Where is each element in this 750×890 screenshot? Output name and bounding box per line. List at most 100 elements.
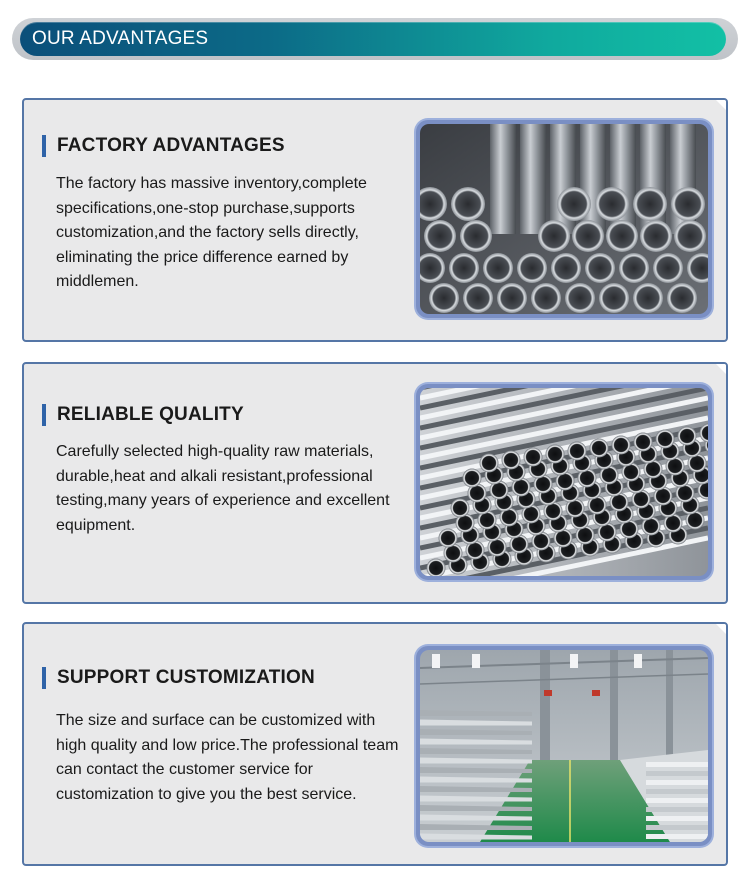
pipe-end — [653, 253, 683, 283]
pipe-end — [633, 187, 667, 221]
tube-end — [511, 477, 531, 497]
tube-end — [489, 480, 509, 500]
tube-end — [479, 453, 499, 473]
card-heading: FACTORY ADVANTAGES — [42, 135, 285, 157]
tube-end — [599, 465, 619, 485]
pipe-body — [520, 124, 546, 234]
tube-end — [577, 468, 597, 488]
tube-end — [589, 438, 609, 458]
card-description: The factory has massive inventory,comple… — [56, 175, 367, 290]
title-accent-bar — [42, 135, 46, 157]
advantage-card-quality: RELIABLE QUALITY Carefully selected high… — [22, 362, 728, 604]
pipe-end — [557, 187, 591, 221]
pipe-end — [449, 253, 479, 283]
tube-end — [426, 558, 446, 576]
tube-end — [685, 510, 705, 530]
pipe-end — [585, 253, 615, 283]
pipe-end — [429, 283, 459, 313]
tube-end — [555, 471, 575, 491]
photo-frame — [416, 120, 712, 318]
tube-end — [643, 459, 663, 479]
tube-end — [462, 468, 482, 488]
pipe-end — [420, 187, 447, 221]
pipe-body — [490, 124, 516, 234]
tube-end — [509, 534, 529, 554]
pipe-end — [517, 253, 547, 283]
tube-end — [609, 492, 629, 512]
steel-plate — [420, 833, 532, 840]
tube-end — [467, 483, 487, 503]
tube-stripe — [420, 388, 673, 441]
pipes-illustration — [420, 124, 708, 314]
pipe-end — [633, 283, 663, 313]
steel-plate — [420, 710, 532, 716]
pipe-end — [460, 220, 492, 252]
tube-end — [665, 456, 685, 476]
card-description: Carefully selected high-quality raw mate… — [56, 443, 390, 534]
pipe-end — [671, 187, 705, 221]
steel-plate — [420, 729, 532, 735]
banner-title: OUR ADVANTAGES — [32, 28, 209, 49]
tube-end — [597, 522, 617, 542]
steel-plate — [646, 789, 708, 794]
tube-end — [677, 426, 697, 446]
tube-stripe — [420, 388, 708, 451]
tube-end — [655, 429, 675, 449]
pipe-end — [595, 187, 629, 221]
card-title: FACTORY ADVANTAGES — [57, 135, 285, 156]
pipe-end — [640, 220, 672, 252]
tube-end — [443, 543, 463, 563]
steel-plate — [646, 834, 708, 839]
card-heading: SUPPORT CUSTOMIZATION — [42, 667, 315, 689]
steel-plate — [646, 825, 708, 830]
pipe-end — [538, 220, 570, 252]
tube-end — [531, 531, 551, 551]
pipe-end — [551, 253, 581, 283]
steel-plate — [646, 816, 708, 821]
tube-end — [553, 528, 573, 548]
steel-plate — [646, 798, 708, 803]
card-title: SUPPORT CUSTOMIZATION — [57, 667, 315, 688]
stacked-steel-pipes-photo — [420, 124, 708, 314]
tube-end — [567, 441, 587, 461]
photo-frame — [416, 646, 712, 846]
pipe-end — [483, 253, 513, 283]
pipe-end — [424, 220, 456, 252]
title-accent-bar — [42, 667, 46, 689]
steel-plate — [420, 786, 532, 792]
tube-end — [455, 513, 475, 533]
pipe-end — [619, 253, 649, 283]
steel-plate — [420, 824, 532, 830]
tube-end — [543, 501, 563, 521]
steel-plate — [420, 767, 532, 773]
pipe-end — [606, 220, 638, 252]
steel-plate — [420, 795, 532, 802]
tube-end — [477, 510, 497, 530]
tube-end — [631, 489, 651, 509]
tube-stripe — [420, 388, 577, 421]
tube-stripe — [420, 415, 708, 481]
tube-end — [487, 537, 507, 557]
section-banner: OUR ADVANTAGES — [20, 22, 726, 56]
tube-end — [663, 513, 683, 533]
steel-plate — [420, 814, 532, 821]
tube-end — [438, 528, 458, 548]
tube-end — [641, 516, 661, 536]
tube-end — [533, 474, 553, 494]
steel-plate — [420, 738, 532, 745]
steel-plate — [420, 748, 532, 754]
steel-plate — [646, 807, 708, 812]
tube-end — [621, 462, 641, 482]
warehouse-illustration — [420, 650, 708, 842]
pipe-end — [599, 283, 629, 313]
tube-stripe — [420, 388, 529, 411]
tube-end — [575, 525, 595, 545]
steel-plate — [646, 771, 708, 776]
tube-end — [699, 423, 708, 443]
steel-plate — [646, 762, 708, 767]
tube-stripe — [420, 388, 625, 431]
photo-frame — [416, 384, 712, 580]
tube-end — [611, 435, 631, 455]
tube-stripe — [420, 395, 708, 461]
card-title: RELIABLE QUALITY — [57, 404, 244, 425]
